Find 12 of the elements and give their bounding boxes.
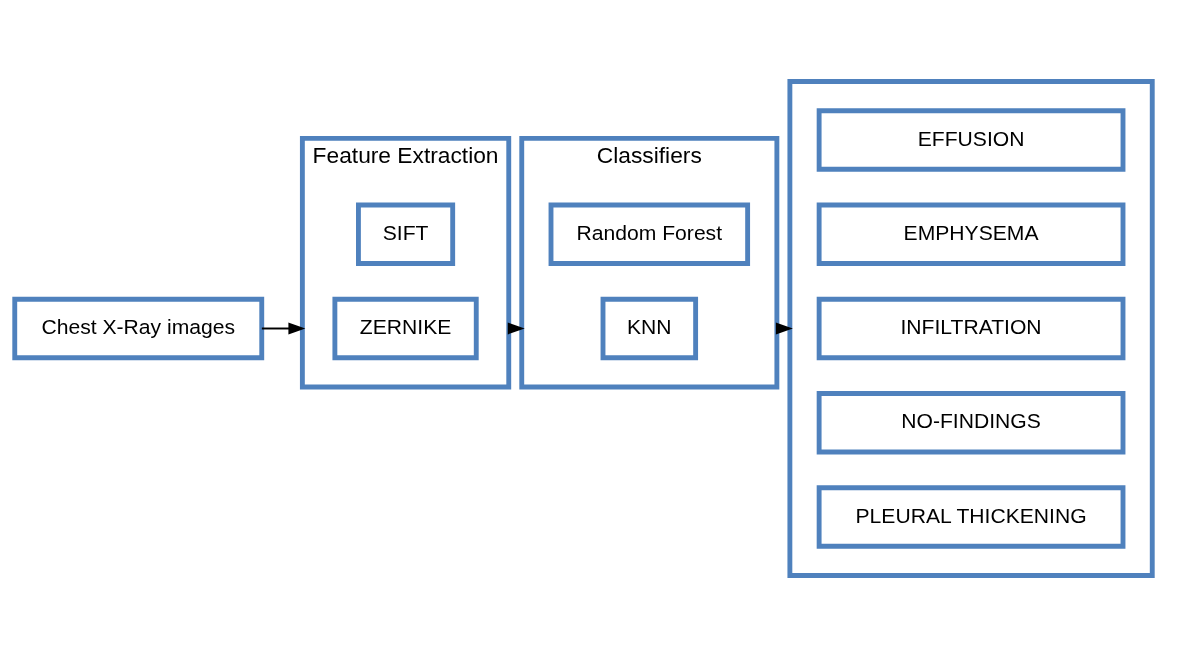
node-box: SIFT bbox=[356, 202, 456, 266]
node-box: Chest X-Ray images bbox=[12, 296, 265, 361]
node-box: NO-FINDINGS bbox=[816, 391, 1126, 455]
node-box: ZERNIKE bbox=[332, 296, 479, 361]
node-box: EMPHYSEMA bbox=[816, 202, 1126, 266]
node-box: INFILTRATION bbox=[816, 296, 1126, 361]
cluster bbox=[787, 79, 1155, 578]
node-box: EFFUSION bbox=[816, 108, 1126, 172]
node-box: Random Forest bbox=[548, 202, 751, 266]
node-box: KNN bbox=[600, 296, 699, 361]
node-box: PLEURAL THICKENING bbox=[816, 485, 1126, 549]
arrow bbox=[260, 322, 306, 335]
